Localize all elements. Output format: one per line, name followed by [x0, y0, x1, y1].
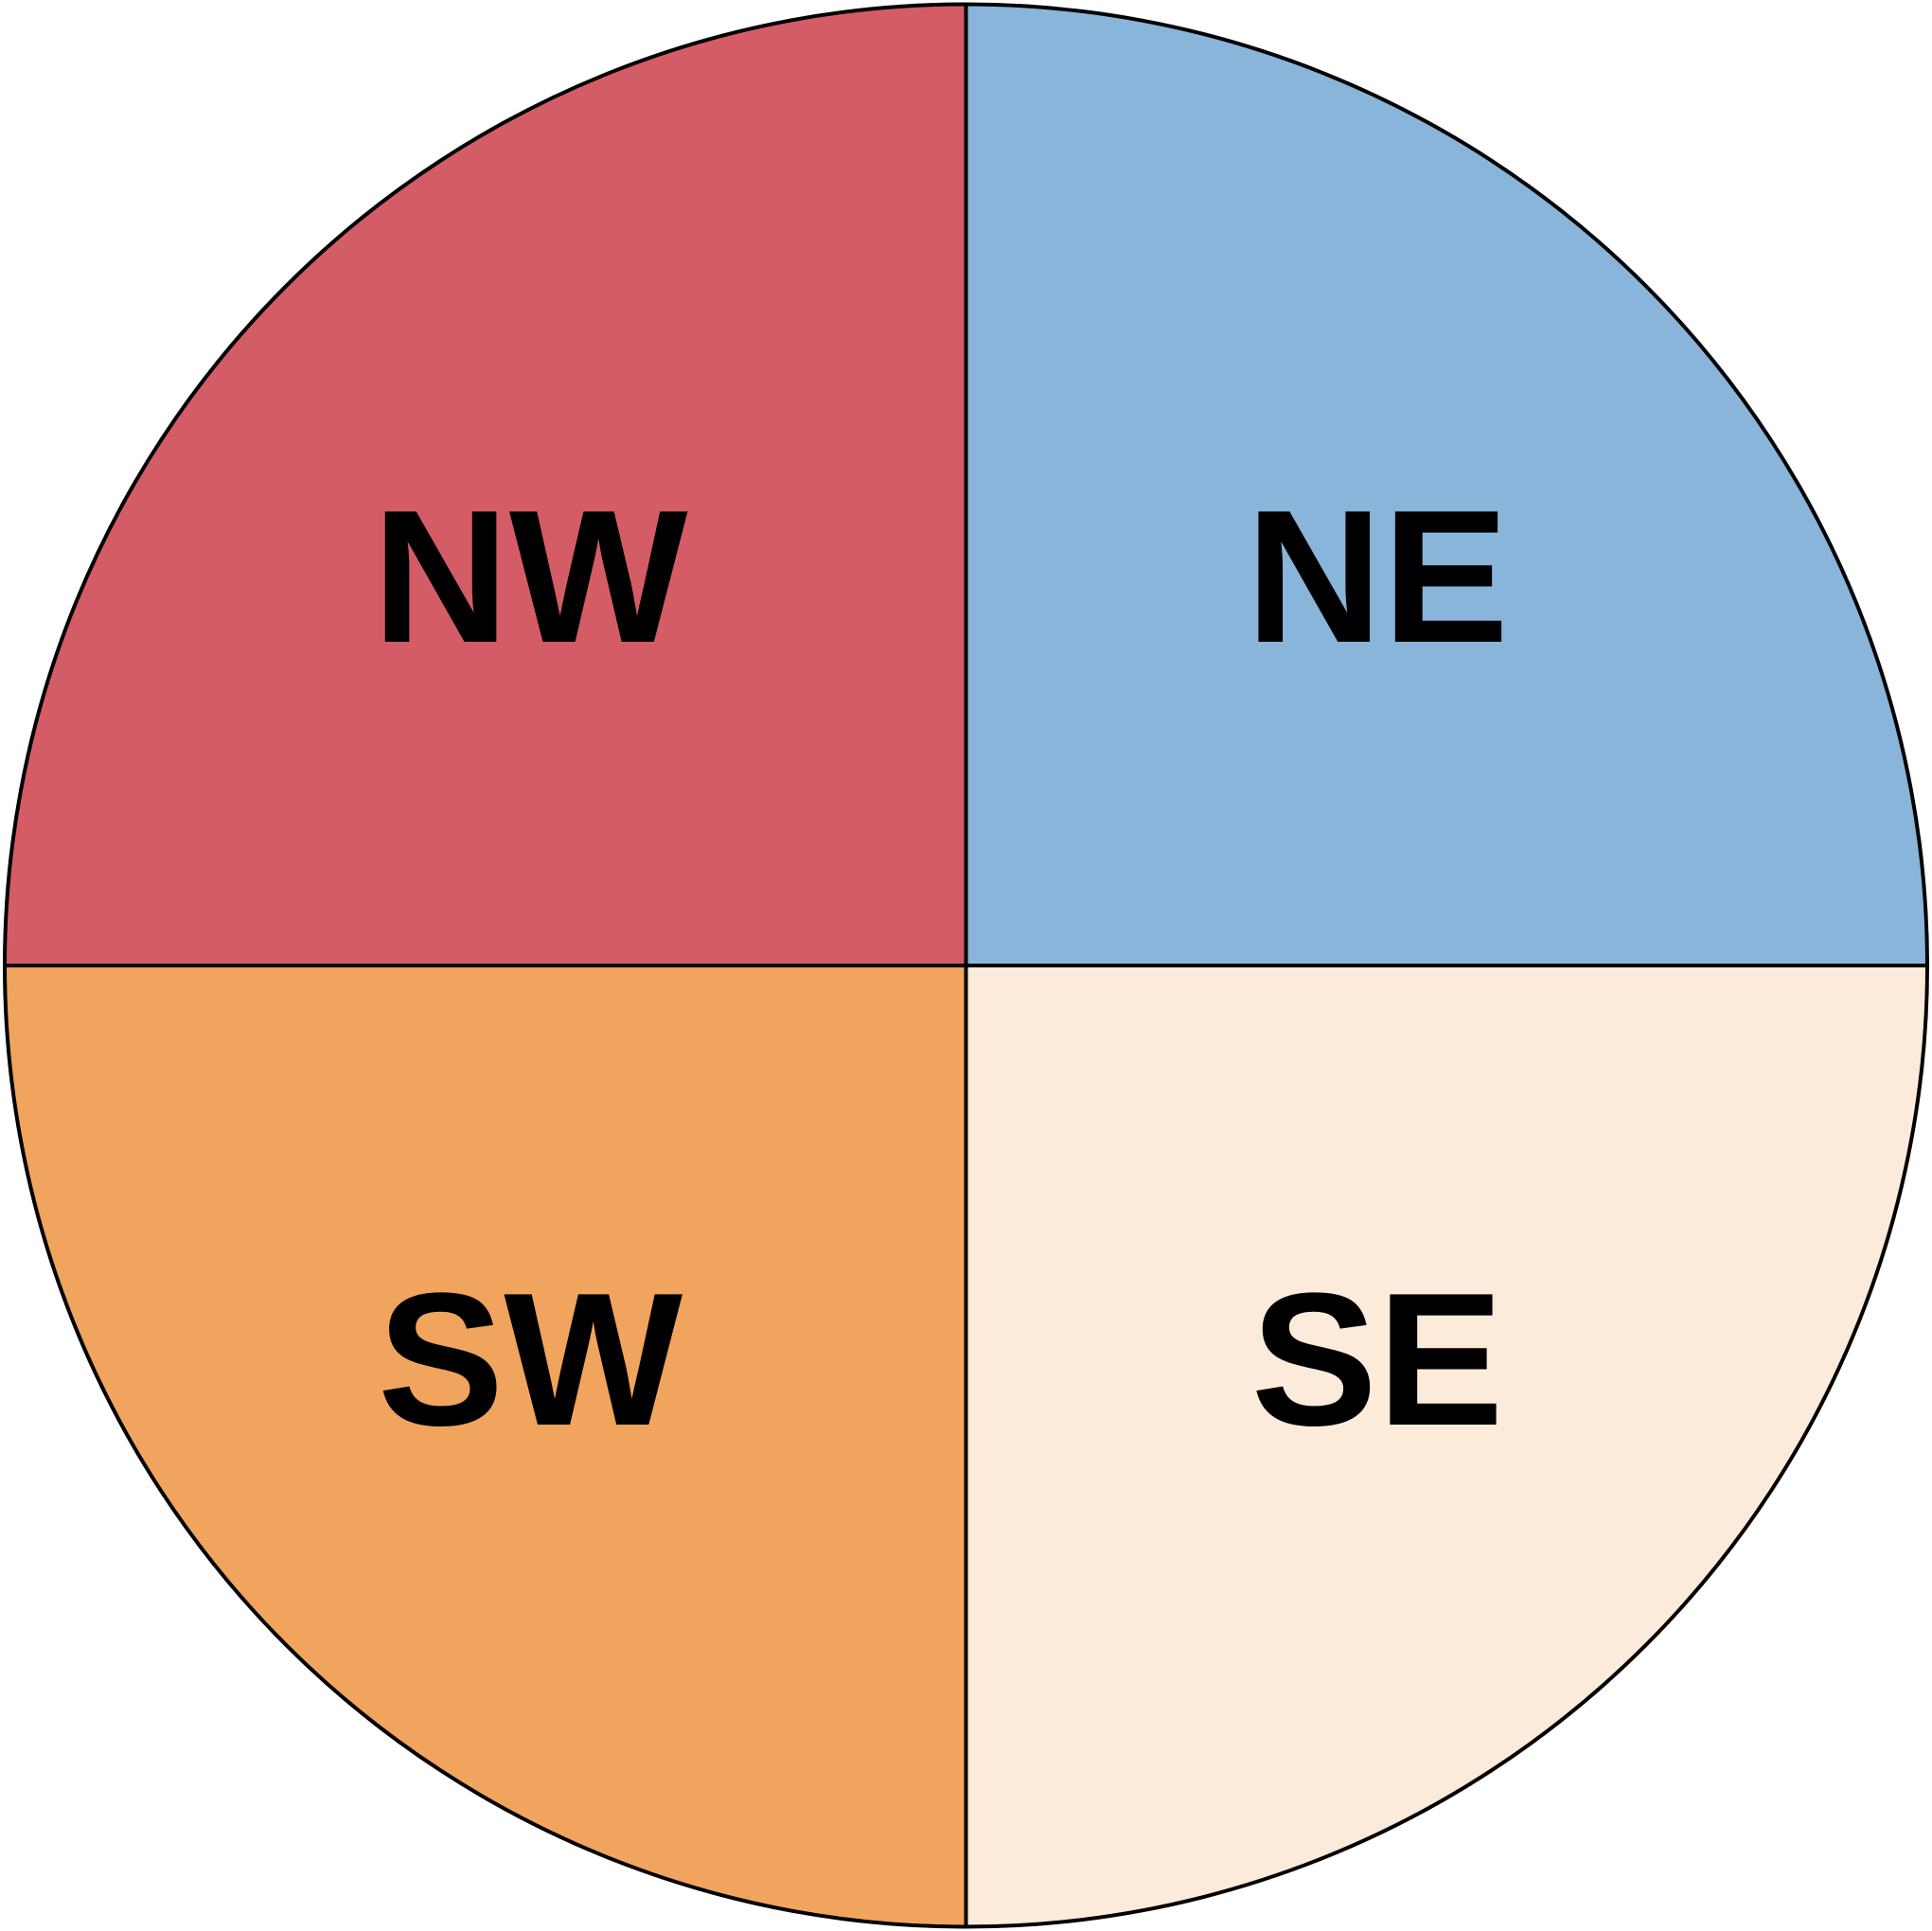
label-se: SE	[1251, 1254, 1504, 1465]
quadrant-sw	[5, 966, 966, 1927]
label-sw: SW	[378, 1254, 682, 1465]
circle-outline	[3, 2, 1929, 1929]
label-ne: NE	[1246, 471, 1509, 682]
quadrant-ne	[966, 4, 1927, 966]
quadrant-nw	[5, 4, 966, 966]
label-nw: NW	[372, 471, 687, 682]
quadrant-se	[966, 966, 1927, 1927]
